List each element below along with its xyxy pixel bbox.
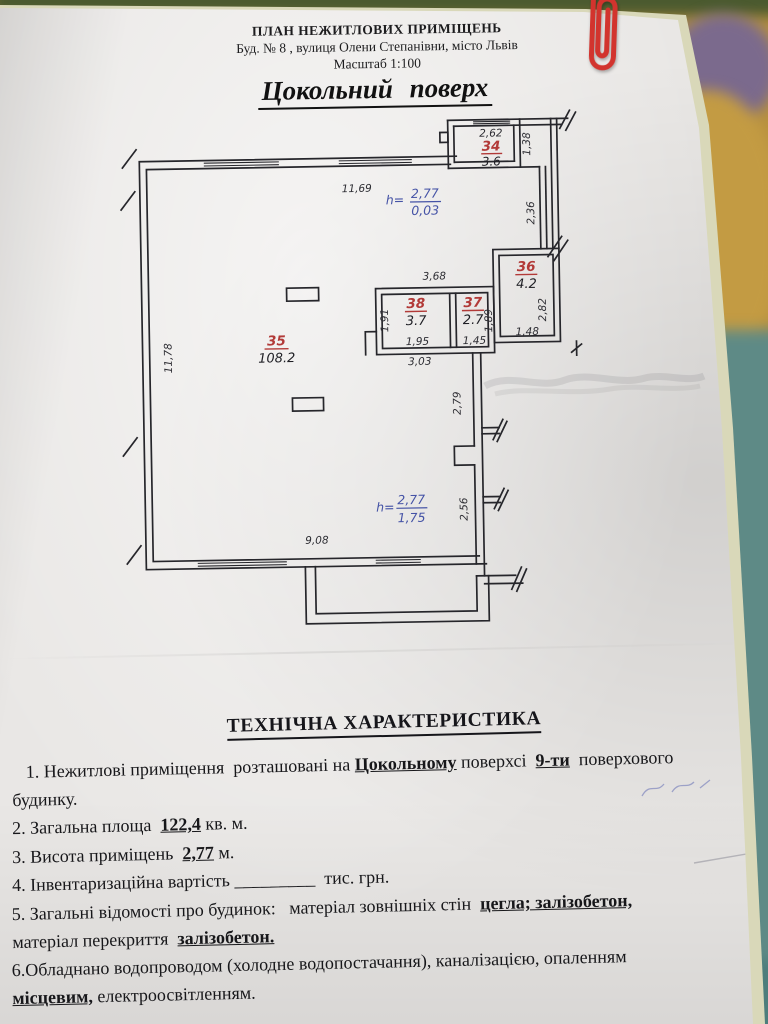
dim-room34-width: 2,62 [479,127,503,139]
tech-characteristics: 1. Нежитлові приміщення розташовані на Ц… [11,747,728,1008]
room-36-area: 4.2 [516,277,537,292]
room-34-area: 3.6 [482,154,502,168]
floor-plan: 2,62 34 3.6 1,38 2,36 11,69 h= 2,77 0,03… [119,109,583,625]
tech-section-title: ТЕХНІЧНА ХАРАКТЕРИСТИКА [226,708,542,741]
tech-item-2-text2: кв. м. [200,812,248,834]
tech-item-5-text2: матеріал перекриття [12,927,178,952]
dim-room38-width: 1,95 [406,336,430,348]
tech-item-4-text2: тис. грн. [315,866,390,889]
tech-title-wrap: ТЕХНІЧНА ХАРАКТЕРИСТИКА [0,703,753,747]
tech-item-3-text2: м. [213,841,235,863]
tech-item-1-storeys: 9-ти [535,749,570,771]
tech-item-1-text4: будинку. [12,788,78,810]
tech-item-6-text2: електроосвітленням. [92,981,256,1006]
tech-item-1-text: 1. Нежитлові приміщення розташовані на [25,754,355,782]
room-35-number: 35 [267,333,286,349]
plan-walls [119,109,583,625]
room-38-number: 38 [406,296,425,312]
tech-item-5-ceiling-material: залізобетон. [177,925,275,948]
dim-block-bottom: 3,03 [408,356,432,368]
tech-item-6-heating: місцевим, [12,985,94,1008]
dim-room36-height: 2,82 [537,298,549,322]
dim-room36-width: 1,48 [516,326,540,338]
dim-corridor-upper: 1,38 [521,132,533,156]
floor-title: Цокольний поверх [257,71,493,111]
height-note-1-label: h= [386,192,405,207]
room-37-area: 2.7 [463,313,485,328]
height-note-1-below: 0,03 [411,203,439,218]
dim-room37-width: 1,45 [463,335,487,347]
tech-item-4-text: 4. Інвентаризаційна вартість [11,870,235,896]
dim-block-top: 3,68 [423,270,447,282]
document-header: ПЛАН НЕЖИТЛОВИХ ПРИМІЩЕНЬ Буд. № 8 , вул… [0,17,753,78]
height-note-2-label: h= [376,499,395,514]
tech-item-2-area-value: 122,4 [160,813,202,835]
paperclip [588,0,618,71]
tech-item-4-blank: _________ [234,868,316,891]
tech-item-1-text2: поверхсі [456,750,536,773]
dim-room38-height: 1,91 [379,309,391,333]
room-36-number: 36 [517,259,536,275]
room-38-area: 3.7 [406,314,428,329]
dim-corridor-lower: 2,36 [525,201,537,225]
tech-item-3-height-value: 2,77 [182,842,215,863]
tech-item-1-floor: Цокольному [354,752,457,775]
height-note-2-value: 2,77 [397,492,425,507]
tech-item-1-text3: поверхового [569,747,674,770]
dim-left-height: 11,78 [162,343,175,374]
room-37-number: 37 [463,295,483,311]
dim-right-lower: 2,56 [458,497,470,521]
plan-labels: 2,62 34 3.6 1,38 2,36 11,69 h= 2,77 0,03… [162,127,549,547]
tech-item-2-text: 2. Загальна площа [11,814,161,839]
room-34-number: 34 [482,138,501,154]
paper-crease [0,642,753,660]
dim-top-width: 11,69 [342,183,373,196]
room-35-area: 108.2 [258,351,295,367]
dim-right-mid: 2,79 [451,391,463,415]
tech-item-3-text: 3. Висота приміщень [11,842,183,867]
dim-room37-height: 1,89 [483,309,495,333]
height-note-2-below: 1,75 [397,510,425,525]
tech-item-5-walls-material: цегла; залізобетон, [479,889,633,913]
dim-bottom-width: 9,08 [305,534,329,546]
height-note-1-value: 2,77 [411,186,439,201]
